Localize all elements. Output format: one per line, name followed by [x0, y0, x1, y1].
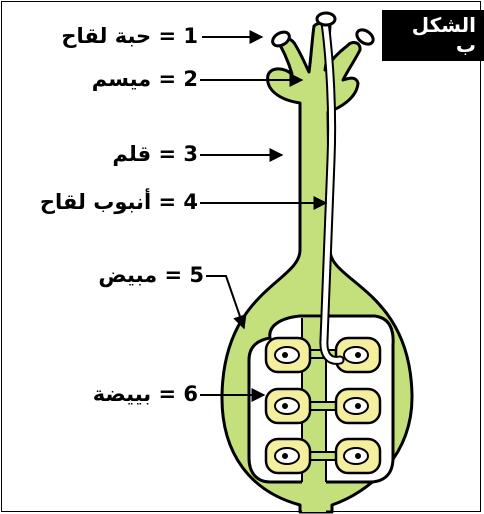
- ovule-2: [336, 338, 380, 372]
- label-ovule: 6 = بييضة: [93, 384, 198, 405]
- ovule-4: [336, 389, 380, 423]
- ovule-1: [266, 338, 310, 372]
- ovule-6: [336, 439, 380, 473]
- arrow-5: [206, 276, 244, 328]
- label-style: 3 = قلم: [112, 144, 198, 165]
- label-stigma: 2 = ميسم: [92, 69, 198, 90]
- label-pollen-grain: 1 = حبة لقاح: [61, 26, 198, 47]
- ovule-5: [266, 439, 310, 473]
- label-pollen-tube: 4 = أنبوب لقاح: [40, 192, 198, 213]
- figure-badge: الشكل ب: [382, 10, 484, 61]
- ovule-3: [266, 389, 310, 423]
- label-ovary: 5 = مبيض: [98, 265, 204, 286]
